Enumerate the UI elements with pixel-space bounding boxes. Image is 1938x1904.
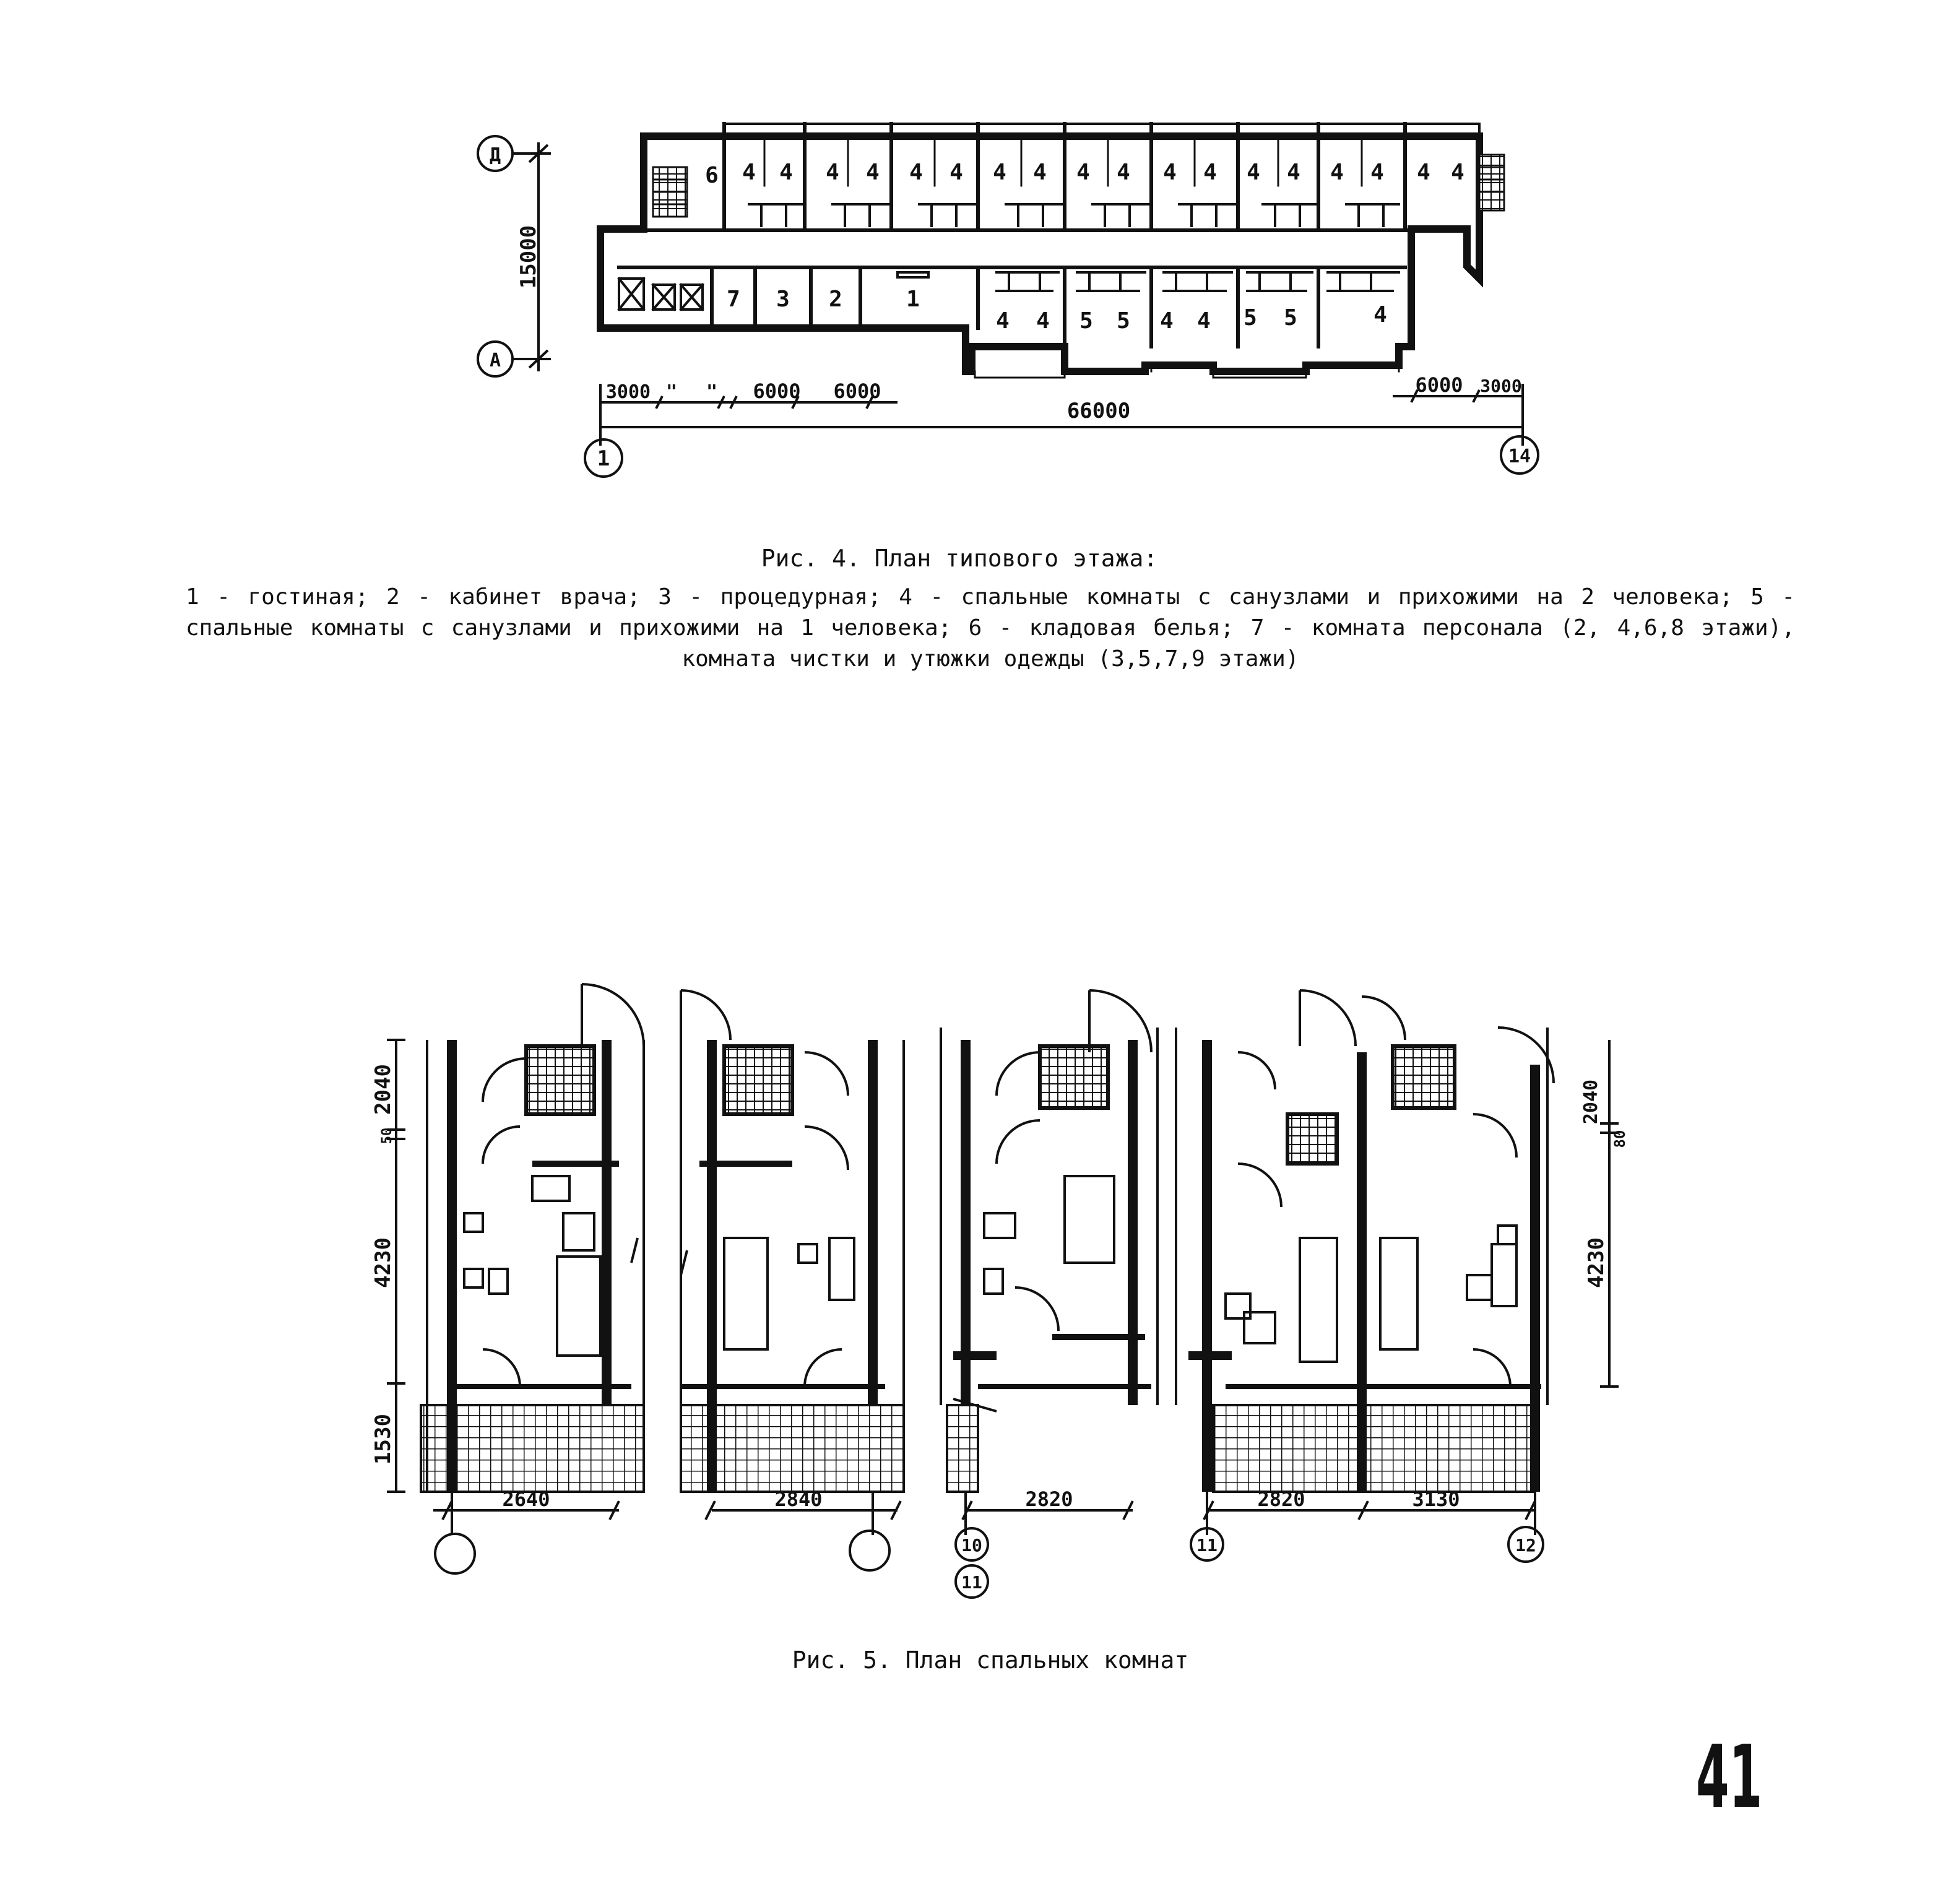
dim-2040-right: 2040 [1580, 1080, 1602, 1124]
axis-label-1: 1 [597, 446, 610, 471]
room-label: 4 [1287, 160, 1300, 185]
stair-right [1478, 154, 1505, 212]
room-label-6: 6 [705, 163, 719, 188]
room-label: 4 [1417, 160, 1430, 185]
room-label: 4 [1451, 160, 1464, 185]
room-label: 4 [1036, 308, 1050, 334]
typical-floor-plan [597, 122, 1505, 379]
room-label: 4 [1117, 160, 1130, 185]
page-number: 41 [1696, 1727, 1763, 1828]
fig5-dimensions [387, 1039, 1619, 1599]
room-label: 4 [742, 160, 756, 185]
outer-wall [597, 132, 1483, 375]
figure-5-caption: Рис. 5. План спальных комнат [792, 1647, 1189, 1674]
width-3130: 3130 [1412, 1487, 1460, 1511]
unit-3 [953, 1040, 1151, 1405]
dim-tick: " [706, 381, 717, 403]
dim-3000-right: 3000 [1480, 376, 1521, 396]
dim-15000: 15000 [516, 225, 541, 288]
axis-label-12: 12 [1515, 1535, 1536, 1556]
room-label: 4 [1076, 160, 1090, 185]
room-label: 4 [1330, 160, 1344, 185]
bottom-bathrooms [896, 271, 1400, 292]
room-label: 4 [1160, 308, 1174, 334]
room-label: 4 [826, 160, 839, 185]
room-label-7: 7 [727, 287, 740, 312]
room-label: 4 [1373, 302, 1387, 327]
axis-label-14: 14 [1508, 446, 1531, 467]
width-2820-b: 2820 [1257, 1487, 1305, 1511]
dim-80-right: 80 [1611, 1130, 1629, 1148]
room-label: 4 [950, 160, 963, 185]
dim-6000-b: 6000 [833, 379, 881, 403]
room-label: 4 [993, 160, 1006, 185]
room-labels: 6 4 4 4 4 4 4 4 4 4 4 4 4 4 4 4 4 4 4 7 … [705, 160, 1464, 334]
unit-4 [1188, 1040, 1541, 1492]
stair-left [652, 166, 688, 218]
room-label: 4 [866, 160, 880, 185]
dim-4230-right: 4230 [1584, 1237, 1609, 1288]
room-label: 5 [1284, 305, 1297, 331]
figure-4-caption-title: Рис. 4. План типового этажа: [761, 545, 1158, 572]
unit-2 [681, 1040, 885, 1492]
room-label-1: 1 [906, 287, 920, 312]
top-half-partitions [763, 135, 1363, 187]
room-label: 4 [1033, 160, 1047, 185]
axis-label-d: Д [490, 144, 501, 166]
room-label: 4 [779, 160, 793, 185]
width-2820-a: 2820 [1025, 1487, 1073, 1511]
width-2640: 2640 [502, 1487, 550, 1511]
dim-1530-left: 1530 [371, 1414, 396, 1465]
axis-label-11: 11 [1196, 1535, 1218, 1556]
axis-label-a: А [490, 350, 501, 371]
room-label: 4 [1203, 160, 1217, 185]
room-label-2: 2 [829, 287, 842, 312]
room-label: 4 [1247, 160, 1260, 185]
room-label: 4 [1370, 160, 1384, 185]
dim-6000-a: 6000 [753, 379, 800, 403]
figure-4-caption-legend: 1 - гостиная; 2 - кабинет врача; 3 - про… [186, 584, 1795, 672]
room-label: 5 [1079, 308, 1093, 334]
unit-1 [447, 1040, 631, 1492]
room-label: 5 [1244, 305, 1257, 331]
bottom-partitions [710, 266, 1320, 348]
fig4-dimensions [477, 135, 1539, 478]
room-label: 4 [909, 160, 923, 185]
room-label: 4 [996, 308, 1010, 334]
bedroom-plans [420, 983, 1555, 1493]
top-bathrooms [748, 203, 1400, 227]
dim-66000: 66000 [1067, 399, 1130, 423]
elevators [617, 277, 704, 311]
width-2840: 2840 [774, 1487, 822, 1511]
room-label: 4 [1197, 308, 1211, 334]
axis-label-10: 10 [961, 1535, 982, 1556]
top-partitions [722, 122, 1407, 232]
axis-label-11: 11 [961, 1572, 982, 1593]
room-label-3: 3 [776, 287, 790, 312]
dim-4230-left: 4230 [371, 1237, 396, 1288]
dim-tick: " [666, 381, 677, 403]
dim-50-left: 50 [379, 1128, 395, 1145]
dim-6000-c: 6000 [1415, 373, 1463, 397]
dim-2040-left: 2040 [371, 1064, 396, 1115]
room-label: 4 [1163, 160, 1177, 185]
dim-3000-left: 3000 [606, 381, 651, 403]
room-label: 5 [1117, 308, 1130, 334]
